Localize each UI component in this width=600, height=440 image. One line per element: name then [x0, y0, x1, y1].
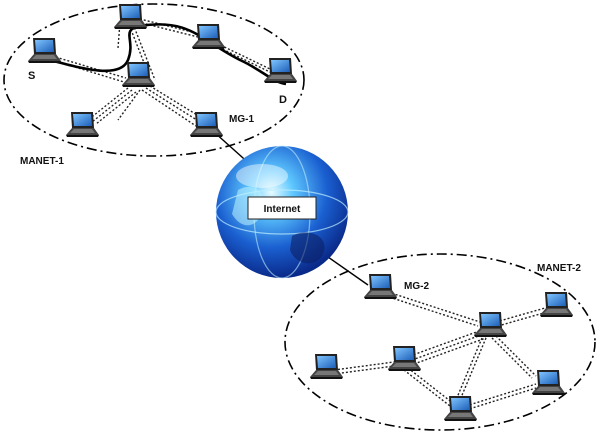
manet-1-wireless-links: [51, 17, 275, 127]
source-label: S: [28, 70, 35, 82]
laptop-icon: [364, 274, 397, 299]
laptop-icon: [264, 58, 297, 83]
manet-1-boundary: [3, 3, 305, 157]
manet-1-label: MANET-1: [20, 156, 64, 167]
laptop-icon: [444, 396, 477, 421]
manet-2-wireless-links: [333, 291, 555, 411]
laptop-icon: [540, 292, 573, 317]
manet-2-boundary: [284, 253, 596, 431]
destination-label: D: [279, 94, 287, 106]
laptop-icon: [310, 354, 343, 379]
route-s-to-d: [41, 23, 287, 86]
laptop-icon: [532, 370, 565, 395]
gateway-1-label: MG-1: [229, 114, 254, 125]
laptop-icon: [66, 112, 99, 137]
laptop-icon: [114, 4, 147, 29]
internet-box: [247, 196, 317, 220]
gateway-2-label: MG-2: [404, 281, 429, 292]
laptop-icon: [190, 112, 223, 137]
internet-label: Internet: [264, 204, 301, 215]
manet-2-label: MANET-2: [537, 263, 581, 274]
laptop-icon: [28, 38, 61, 63]
